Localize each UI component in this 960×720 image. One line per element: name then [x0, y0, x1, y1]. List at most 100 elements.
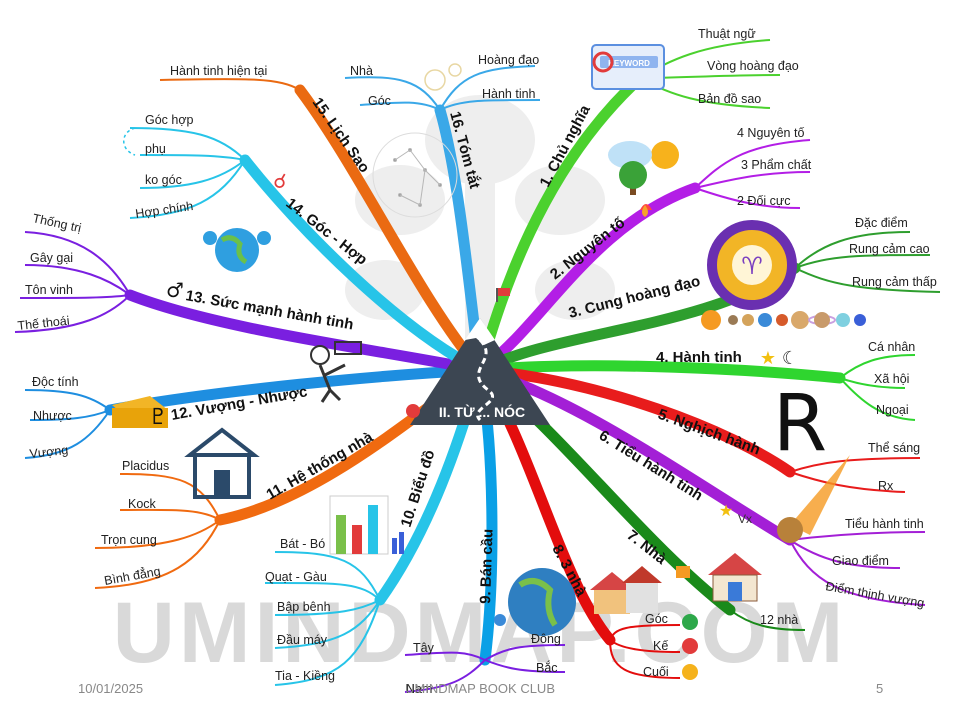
leaf-13-1: Thống trị	[31, 211, 82, 235]
branch-line-5	[474, 364, 796, 478]
leaf-4-1: Cá nhân	[868, 340, 915, 354]
constellation-map-icon	[372, 132, 458, 218]
star-icon: ★	[760, 348, 776, 369]
leaf-5-2: Rx	[878, 479, 894, 493]
icons: KEYWORD ♈	[112, 44, 866, 680]
svg-text:♈: ♈	[741, 252, 763, 280]
leaf-11-2: Kock	[128, 497, 157, 511]
leaf-4-2: Xã hội	[874, 372, 909, 386]
leaf-10-4: Đầu máy	[277, 633, 328, 647]
leaf-10-1: Bát - Bó	[280, 537, 325, 551]
leaf-1-1: Thuật ngữ	[698, 27, 756, 41]
leaf-10-3: Bập bênh	[277, 600, 331, 614]
weather-elements-icon	[608, 141, 679, 210]
leaf-14-1: Góc hợp	[145, 113, 194, 127]
branch-label-9: 9. Bán cầu	[477, 529, 497, 605]
leaf-13-3: Tôn vinh	[25, 283, 73, 297]
gold-icon	[112, 396, 168, 428]
house-system-icon	[184, 427, 260, 499]
houses-row-icon	[590, 566, 690, 614]
branch-label-4: 4. Hành tinh	[656, 349, 742, 366]
leaf-14-4: Hợp chính	[134, 199, 194, 221]
leaf-3-2: Rung cảm cao	[849, 242, 930, 256]
leaf-10-5: Tia - Kiềng	[275, 669, 335, 683]
bracket-line	[123, 127, 136, 156]
leaf-8-2: Kế	[653, 639, 668, 653]
star-small-icon: ★	[719, 501, 733, 520]
branch-line-4	[474, 360, 846, 384]
leaf-3-3: Rung cảm thấp	[852, 275, 937, 289]
leaf-3-1: Đặc điểm	[855, 216, 908, 230]
leaf-16-4: Hành tinh	[482, 87, 536, 101]
location-pin-icon	[406, 404, 420, 418]
branch-line-15	[294, 84, 486, 376]
vx-symbol: Vx	[738, 512, 752, 526]
center-node[interactable]: II. TỪ ... NÓC	[406, 318, 550, 425]
leaf-9-1: Đông	[531, 632, 561, 646]
footer-page-number: 5	[876, 681, 883, 696]
leaf-2-3: 2 Đối cực	[737, 194, 791, 208]
footer-club: UMINDMAP BOOK CLUB	[405, 681, 555, 696]
moon-icon: ☾	[782, 348, 798, 369]
leaf-11-3: Trọn cung	[101, 533, 157, 547]
leaf-8-3: Cuối	[643, 665, 669, 679]
tired-person-icon	[310, 341, 362, 403]
comet-icon	[777, 455, 850, 543]
leaf-10-2: Quạt - Gàu	[265, 570, 327, 584]
pause-icon	[682, 664, 698, 680]
leaf-8-1: Góc	[645, 612, 668, 626]
mars-symbol-icon: ♂	[166, 278, 184, 302]
leaf-9-3: Tây	[413, 641, 435, 655]
svg-text:KEYWORD: KEYWORD	[608, 59, 650, 68]
pluto-symbol-icon: ♇	[148, 405, 168, 430]
retrograde-symbol-icon: R	[773, 379, 827, 469]
leaf-1-3: Bản đồ sao	[698, 92, 761, 106]
keyword-panel-icon: KEYWORD	[591, 44, 665, 90]
leaf-16-2: Góc	[368, 94, 391, 108]
leaf-7-1: 12 nhà	[760, 613, 798, 627]
branch-line-14	[239, 154, 486, 376]
fire-icon	[642, 205, 648, 217]
play-icon	[682, 614, 698, 630]
globe-icon	[508, 568, 576, 636]
leaf-5-1: Thể sáng	[868, 441, 920, 455]
leaf-9-4: Nam	[406, 682, 432, 696]
leaf-11-1: Placidus	[122, 459, 169, 473]
zodiac-wheel-icon: ♈	[707, 220, 797, 310]
conjunction-symbol-icon: ☌	[273, 169, 286, 193]
leaf-13-4: Thế thoái	[17, 314, 70, 333]
cosmic-tree-icon	[424, 63, 462, 91]
leaf-1-2: Vòng hoàng đạo	[707, 59, 799, 73]
leaf-15-1: Hành tinh hiện tại	[170, 64, 267, 78]
branch-line-13	[124, 289, 486, 376]
leaf-14-3: ko góc	[145, 173, 182, 187]
pin-icon	[494, 614, 506, 626]
leaf-13-2: Gây gại	[30, 251, 73, 265]
leaf-16-3: Hoàng đạo	[478, 53, 539, 67]
leaf-12-1: Độc tính	[32, 375, 79, 389]
leaf-2-2: 3 Phẩm chất	[741, 158, 812, 172]
leaf-14-2: phụ	[145, 142, 166, 156]
stop-icon	[682, 638, 698, 654]
leaf-6-1: Tiểu hành tinh	[845, 517, 924, 531]
house-icon	[708, 553, 762, 602]
leaf-16-1: Nhà	[350, 64, 373, 78]
leaf-12-2: Nhược	[33, 409, 72, 423]
leaf-6-2: Giao điểm	[832, 554, 889, 568]
branch-line-2	[474, 182, 701, 376]
flag-icon	[496, 288, 510, 302]
planets-row-icon	[701, 310, 866, 330]
leaf-4-3: Ngoại	[876, 403, 909, 417]
center-title: II. TỪ ... NÓC	[439, 403, 525, 420]
branch-label-5: 5. Nghịch hành	[656, 406, 763, 459]
leaf-2-1: 4 Nguyên tố	[737, 126, 804, 140]
leaf-9-2: Bắc	[536, 660, 558, 675]
earth-mascot-icon	[203, 228, 271, 272]
branch-label-11: 11. Hệ thống nhà	[264, 428, 377, 503]
leaf-12-3: Vượng	[29, 443, 69, 461]
branch-label-15: 15. Lịch Sao	[309, 95, 373, 176]
leaf-labels: Thuật ngữ Vòng hoàng đạo Bản đồ sao 4 Ng…	[17, 27, 937, 696]
footer-date: 10/01/2025	[78, 681, 143, 696]
bar-chart-icon	[329, 495, 404, 555]
